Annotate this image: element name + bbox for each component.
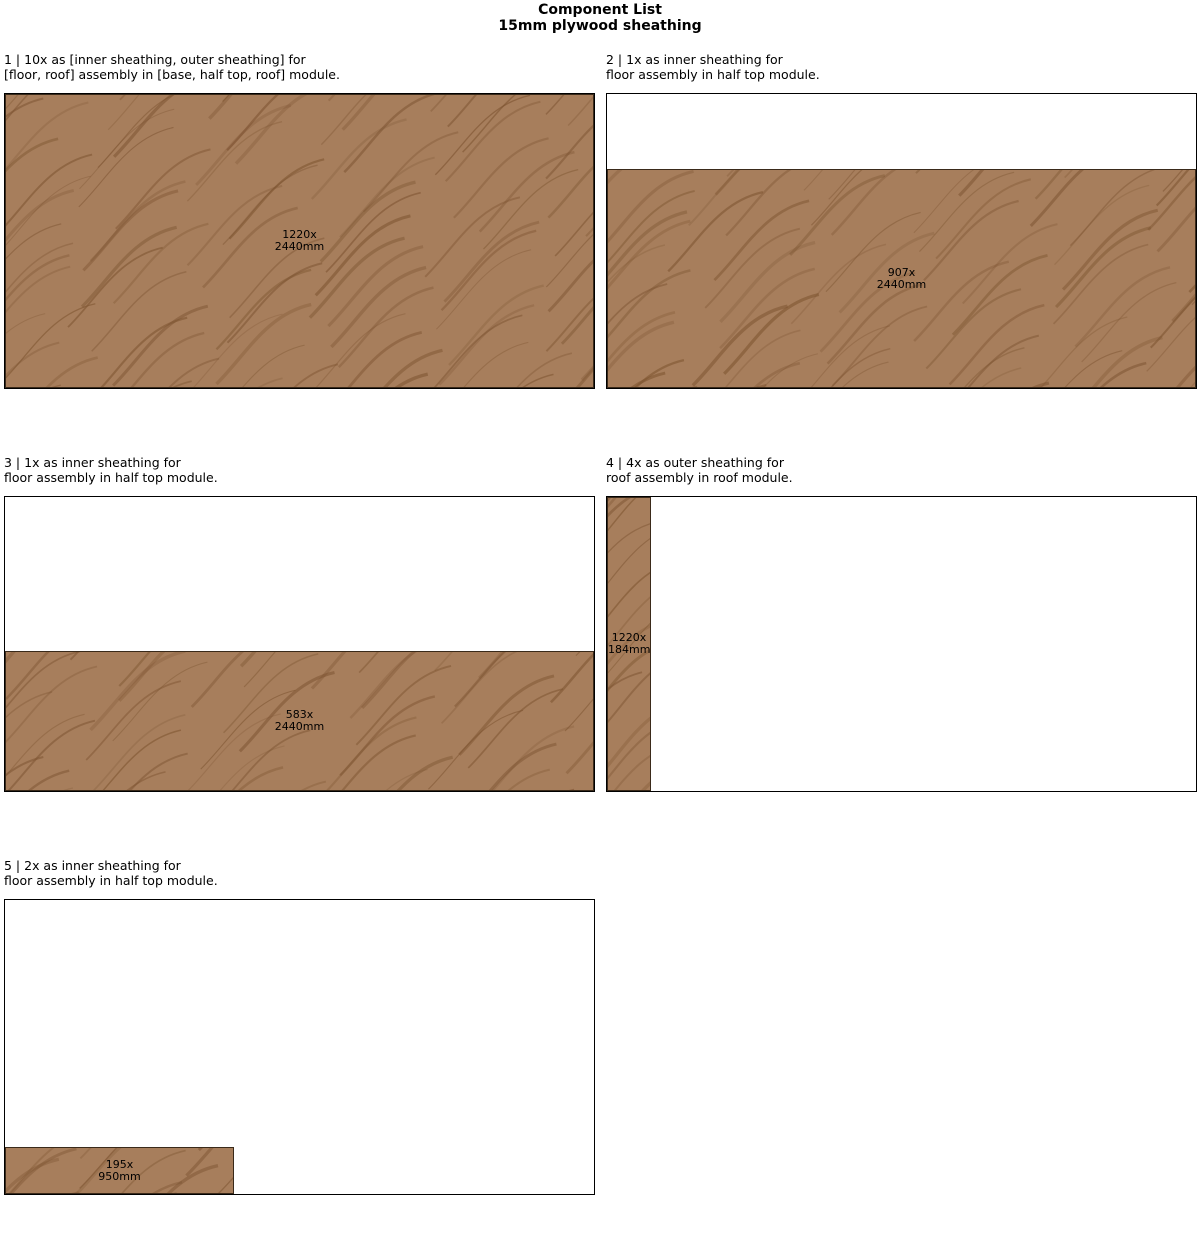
dimension-label: 1220x 2440mm — [274, 228, 325, 253]
component-caption: 5 | 2x as inner sheathing for floor asse… — [4, 858, 218, 888]
plywood-piece: 907x 2440mm — [607, 169, 1196, 388]
wood-grain-texture — [6, 1148, 233, 1193]
sheet-outline: 907x 2440mm — [606, 93, 1197, 389]
wood-grain-texture — [6, 652, 593, 790]
wood-grain-texture — [608, 498, 650, 790]
sheet-outline: 1220x 184mm — [606, 496, 1197, 792]
dimension-label: 907x 2440mm — [876, 265, 927, 291]
plywood-piece: 1220x 2440mm — [5, 94, 594, 388]
plywood-piece: 195x 950mm — [5, 1147, 234, 1194]
title-text: Component List — [538, 2, 662, 18]
sheet-outline: 195x 950mm — [4, 899, 595, 1195]
component-caption: 2 | 1x as inner sheathing for floor asse… — [606, 52, 820, 82]
dimension-label: 1220x 184mm — [608, 631, 651, 656]
sheet-outline: 1220x 2440mm — [4, 93, 595, 389]
plywood-piece: 1220x 184mm — [607, 497, 651, 791]
wood-grain-texture — [608, 170, 1195, 387]
component-caption: 1 | 10x as [inner sheathing, outer sheat… — [4, 52, 340, 82]
diagram-title: Component List 15mm plywood sheathing — [0, 2, 1200, 34]
component-caption: 3 | 1x as inner sheathing for floor asse… — [4, 455, 218, 485]
component-caption: 4 | 4x as outer sheathing for roof assem… — [606, 455, 793, 485]
plywood-piece: 583x 2440mm — [5, 651, 594, 791]
sheet-outline: 583x 2440mm — [4, 496, 595, 792]
wood-grain-texture — [6, 95, 593, 387]
dimension-label: 583x 2440mm — [274, 708, 325, 733]
subtitle-text: 15mm plywood sheathing — [498, 18, 702, 34]
dimension-label: 195x 950mm — [98, 1157, 141, 1183]
